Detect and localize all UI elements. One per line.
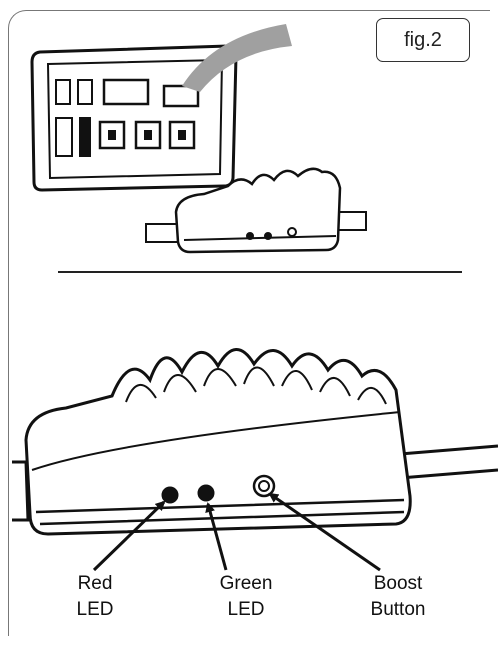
boost-button-label-line2: Button bbox=[370, 599, 426, 620]
charger-small bbox=[145, 167, 367, 254]
red-led-label: Red LED bbox=[60, 571, 130, 623]
figure-label: fig.2 bbox=[376, 18, 470, 62]
boost-button-arrow bbox=[268, 492, 381, 572]
boost-button-label: Boost Button bbox=[348, 571, 448, 623]
green-led-arrow bbox=[205, 502, 228, 571]
insertion-arrow bbox=[182, 24, 292, 92]
green-led-label: Green LED bbox=[204, 571, 288, 623]
red-led-label-line1: Red bbox=[77, 573, 113, 594]
red-led-arrow bbox=[92, 500, 166, 572]
charger-large bbox=[12, 348, 498, 536]
green-led-label-line1: Green bbox=[219, 573, 273, 594]
red-led-label-line2: LED bbox=[76, 599, 114, 620]
boost-button-label-line1: Boost bbox=[373, 573, 423, 594]
figure-frame bbox=[8, 10, 490, 636]
green-led-label-line2: LED bbox=[227, 599, 265, 620]
